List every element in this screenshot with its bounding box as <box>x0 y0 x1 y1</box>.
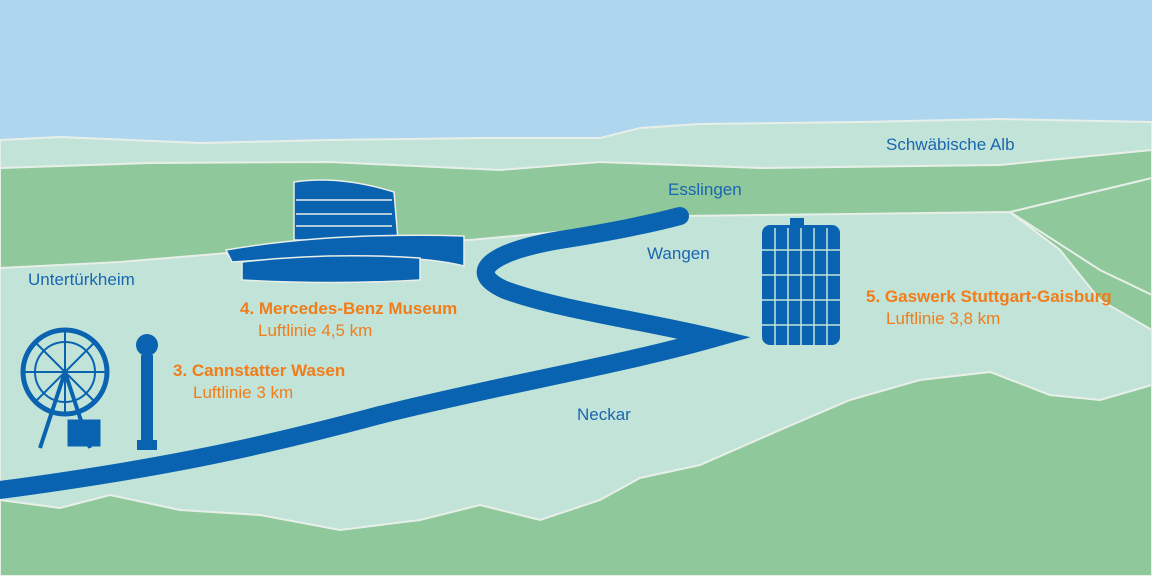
label-untertuerkheim: Untertürkheim <box>28 270 135 289</box>
poi-title: 3. Cannstatter Wasen <box>173 361 346 380</box>
label-wangen: Wangen <box>647 244 710 263</box>
museum-building-icon <box>224 179 465 284</box>
poi-distance: Luftlinie 3 km <box>193 383 294 402</box>
poi-gaswerk-stuttgart-gaisburg: 5. Gaswerk Stuttgart-Gaisburg Luftlinie … <box>866 286 1112 330</box>
label-esslingen: Esslingen <box>668 180 742 199</box>
poi-title: 4. Mercedes-Benz Museum <box>240 299 458 318</box>
poi-distance: Luftlinie 4,5 km <box>258 321 373 340</box>
poi-title: 5. Gaswerk Stuttgart-Gaisburg <box>866 287 1112 306</box>
fruit-column-icon <box>136 334 158 450</box>
label-schwaebische-alb: Schwäbische Alb <box>886 135 1015 154</box>
poi-distance: Luftlinie 3,8 km <box>886 309 1001 328</box>
neckar-river <box>0 207 751 499</box>
gas-tank-icon <box>762 218 840 345</box>
label-neckar: Neckar <box>577 405 631 424</box>
right-hill <box>1007 176 1152 297</box>
poi-mercedes-benz-museum: 4. Mercedes-Benz Museum Luftlinie 4,5 km <box>240 298 457 342</box>
poi-cannstatter-wasen: 3. Cannstatter Wasen Luftlinie 3 km <box>173 360 345 404</box>
ferris-wheel-icon <box>20 327 110 449</box>
